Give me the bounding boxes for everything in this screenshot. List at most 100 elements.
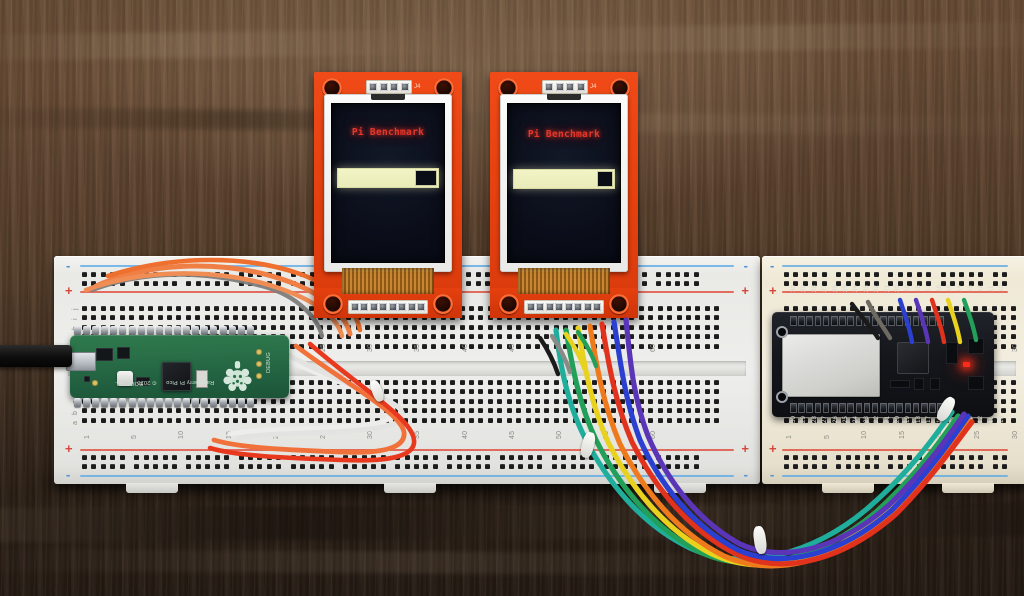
breadboard-hole[interactable]	[468, 417, 474, 423]
breadboard-hole[interactable]	[991, 324, 997, 330]
breadboard-hole[interactable]	[840, 306, 846, 311]
breadboard-hole[interactable]	[982, 417, 988, 423]
breadboard-hole[interactable]	[572, 324, 578, 330]
pico-pin[interactable]	[192, 326, 200, 335]
header-pin[interactable]	[545, 303, 554, 311]
breadboard-hole[interactable]	[1001, 408, 1007, 414]
pico-pin[interactable]	[192, 398, 200, 407]
breadboard-hole[interactable]	[535, 408, 540, 414]
breadboard-hole[interactable]	[186, 455, 192, 460]
breadboard-hole[interactable]	[525, 417, 531, 423]
breadboard-hole[interactable]	[1010, 408, 1016, 414]
esp32-pin[interactable]	[790, 403, 797, 413]
display-header-top[interactable]	[366, 80, 412, 94]
rail-hole-field-top[interactable]	[784, 272, 1012, 287]
breadboard-hole[interactable]	[224, 464, 230, 470]
breadboard-hole[interactable]	[888, 281, 894, 287]
breadboard-hole[interactable]	[544, 380, 550, 385]
esp32-pin[interactable]	[888, 403, 895, 413]
breadboard-hole[interactable]	[535, 417, 540, 423]
esp32-pin[interactable]	[896, 403, 904, 413]
breadboard-hole[interactable]	[421, 398, 427, 404]
breadboard-hole[interactable]	[497, 417, 503, 423]
esp32-pin[interactable]	[806, 316, 813, 326]
breadboard-hole[interactable]	[665, 272, 671, 277]
breadboard-hole[interactable]	[537, 464, 543, 470]
header-pin[interactable]	[555, 303, 564, 311]
breadboard-hole[interactable]	[641, 272, 647, 277]
display-header-bottom[interactable]	[348, 300, 428, 314]
breadboard-hole[interactable]	[478, 343, 484, 349]
pico-header-top[interactable]	[74, 326, 254, 335]
esp32-pin[interactable]	[847, 403, 854, 413]
breadboard-hole[interactable]	[205, 464, 211, 470]
breadboard-hole[interactable]	[100, 417, 106, 423]
raspberry-pi-pico[interactable]: Raspberry Pi Pico © 2020 BOOTSEL DEBUG	[66, 326, 289, 407]
pico-pin[interactable]	[110, 398, 118, 407]
header-pin[interactable]	[536, 303, 545, 311]
breadboard-hole[interactable]	[478, 417, 484, 423]
pico-pin[interactable]	[74, 326, 81, 335]
breadboard-hole[interactable]	[238, 464, 244, 470]
breadboard-hole[interactable]	[402, 324, 408, 330]
header-pin[interactable]	[369, 83, 378, 91]
breadboard-hole[interactable]	[812, 281, 818, 287]
breadboard-hole[interactable]	[91, 417, 97, 423]
breadboard-hole[interactable]	[432, 464, 438, 470]
breadboard-hole[interactable]	[563, 324, 569, 330]
breadboard-hole[interactable]	[897, 281, 903, 287]
breadboard-hole[interactable]	[656, 272, 662, 277]
breadboard-hole[interactable]	[812, 306, 818, 311]
breadboard-hole[interactable]	[440, 324, 446, 330]
pico-pin[interactable]	[137, 398, 145, 407]
breadboard-hole[interactable]	[991, 417, 997, 423]
breadboard-hole[interactable]	[535, 380, 540, 385]
esp32-pin[interactable]	[904, 403, 912, 413]
breadboard-hole[interactable]	[497, 324, 503, 330]
breadboard-hole[interactable]	[506, 380, 512, 385]
pico-pin[interactable]	[110, 326, 118, 335]
breadboard-hole[interactable]	[393, 334, 399, 340]
breadboard-hole[interactable]	[992, 272, 998, 277]
breadboard-hole[interactable]	[1001, 380, 1007, 385]
breadboard-hole[interactable]	[459, 315, 465, 321]
breadboard-hole[interactable]	[525, 380, 531, 385]
esp32-pin[interactable]	[937, 316, 944, 326]
breadboard-hole[interactable]	[138, 417, 144, 423]
breadboard-hole[interactable]	[119, 455, 125, 460]
breadboard-hole[interactable]	[485, 272, 491, 277]
esp32-pin[interactable]	[912, 403, 920, 413]
breadboard-hole[interactable]	[404, 464, 410, 470]
header-pin[interactable]	[379, 303, 388, 311]
breadboard-hole[interactable]	[657, 306, 663, 311]
pico-pin[interactable]	[146, 398, 154, 407]
breadboard-hole[interactable]	[485, 464, 491, 470]
esp32-pin[interactable]	[888, 316, 895, 326]
breadboard-hole[interactable]	[166, 417, 172, 423]
breadboard-hole[interactable]	[82, 464, 87, 470]
breadboard-hole[interactable]	[516, 334, 522, 340]
breadboard-hole[interactable]	[1010, 306, 1016, 311]
breadboard-hole[interactable]	[110, 464, 116, 470]
breadboard-hole[interactable]	[518, 455, 524, 460]
breadboard-hole[interactable]	[525, 389, 531, 395]
breadboard-hole[interactable]	[873, 272, 879, 277]
breadboard-hole[interactable]	[704, 306, 710, 311]
esp32-pin[interactable]	[929, 316, 936, 326]
breadboard-hole[interactable]	[991, 389, 997, 395]
breadboard-hole[interactable]	[864, 272, 870, 277]
breadboard-hole[interactable]	[845, 272, 851, 277]
breadboard-hole[interactable]	[447, 464, 453, 470]
breadboard-hole[interactable]	[91, 464, 97, 470]
breadboard-hole[interactable]	[431, 389, 437, 395]
esp32-pin[interactable]	[896, 316, 904, 326]
breadboard-hole[interactable]	[968, 272, 974, 277]
breadboard-hole[interactable]	[421, 334, 427, 340]
breadboard-hole[interactable]	[129, 417, 135, 423]
esp32-pin[interactable]	[855, 316, 863, 326]
pico-pin[interactable]	[237, 326, 245, 335]
breadboard-hole[interactable]	[667, 306, 673, 311]
breadboard-hole[interactable]	[395, 464, 401, 470]
breadboard-hole[interactable]	[508, 455, 514, 460]
breadboard-hole[interactable]	[414, 464, 419, 470]
